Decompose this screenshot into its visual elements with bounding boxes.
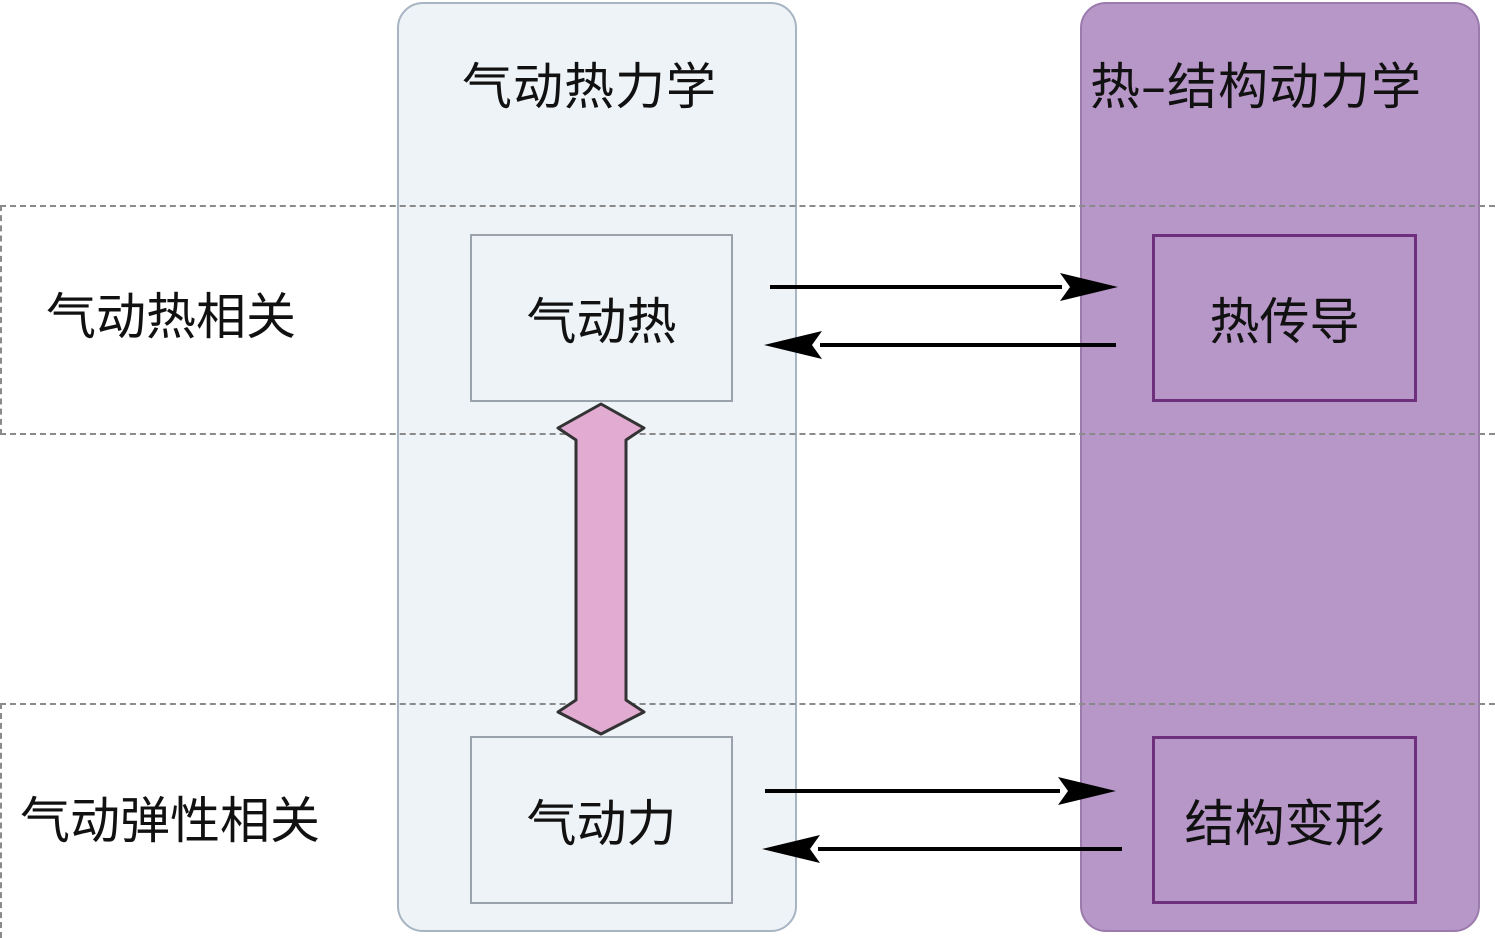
coupling-double-arrow <box>556 402 646 736</box>
aeroelastic-related-band <box>0 703 1495 938</box>
bottom-row-label: 气动弹性相关 <box>20 792 320 850</box>
aero-force-box: 气动力 <box>470 736 733 904</box>
arrow-aero-heat-to-heat-conduction <box>770 273 1118 301</box>
arrow-aero-force-to-structural-deformation <box>765 777 1116 805</box>
right-column-title: 热–结构动力学 <box>1090 58 1422 116</box>
left-column-title: 气动热力学 <box>462 58 717 116</box>
heat-conduction-box: 热传导 <box>1152 234 1417 402</box>
aero-heat-label: 气动热 <box>526 293 677 351</box>
top-row-label: 气动热相关 <box>46 288 296 346</box>
structural-deformation-box: 结构变形 <box>1152 736 1417 904</box>
aero-heat-box: 气动热 <box>470 234 733 402</box>
arrow-heat-conduction-to-aero-heat <box>764 331 1116 359</box>
heat-conduction-label: 热传导 <box>1209 293 1360 351</box>
aero-heat-related-band <box>0 205 1495 435</box>
aero-force-label: 气动力 <box>526 795 677 853</box>
structural-deformation-label: 结构变形 <box>1184 795 1385 853</box>
arrow-structural-deformation-to-aero-force <box>762 835 1122 863</box>
